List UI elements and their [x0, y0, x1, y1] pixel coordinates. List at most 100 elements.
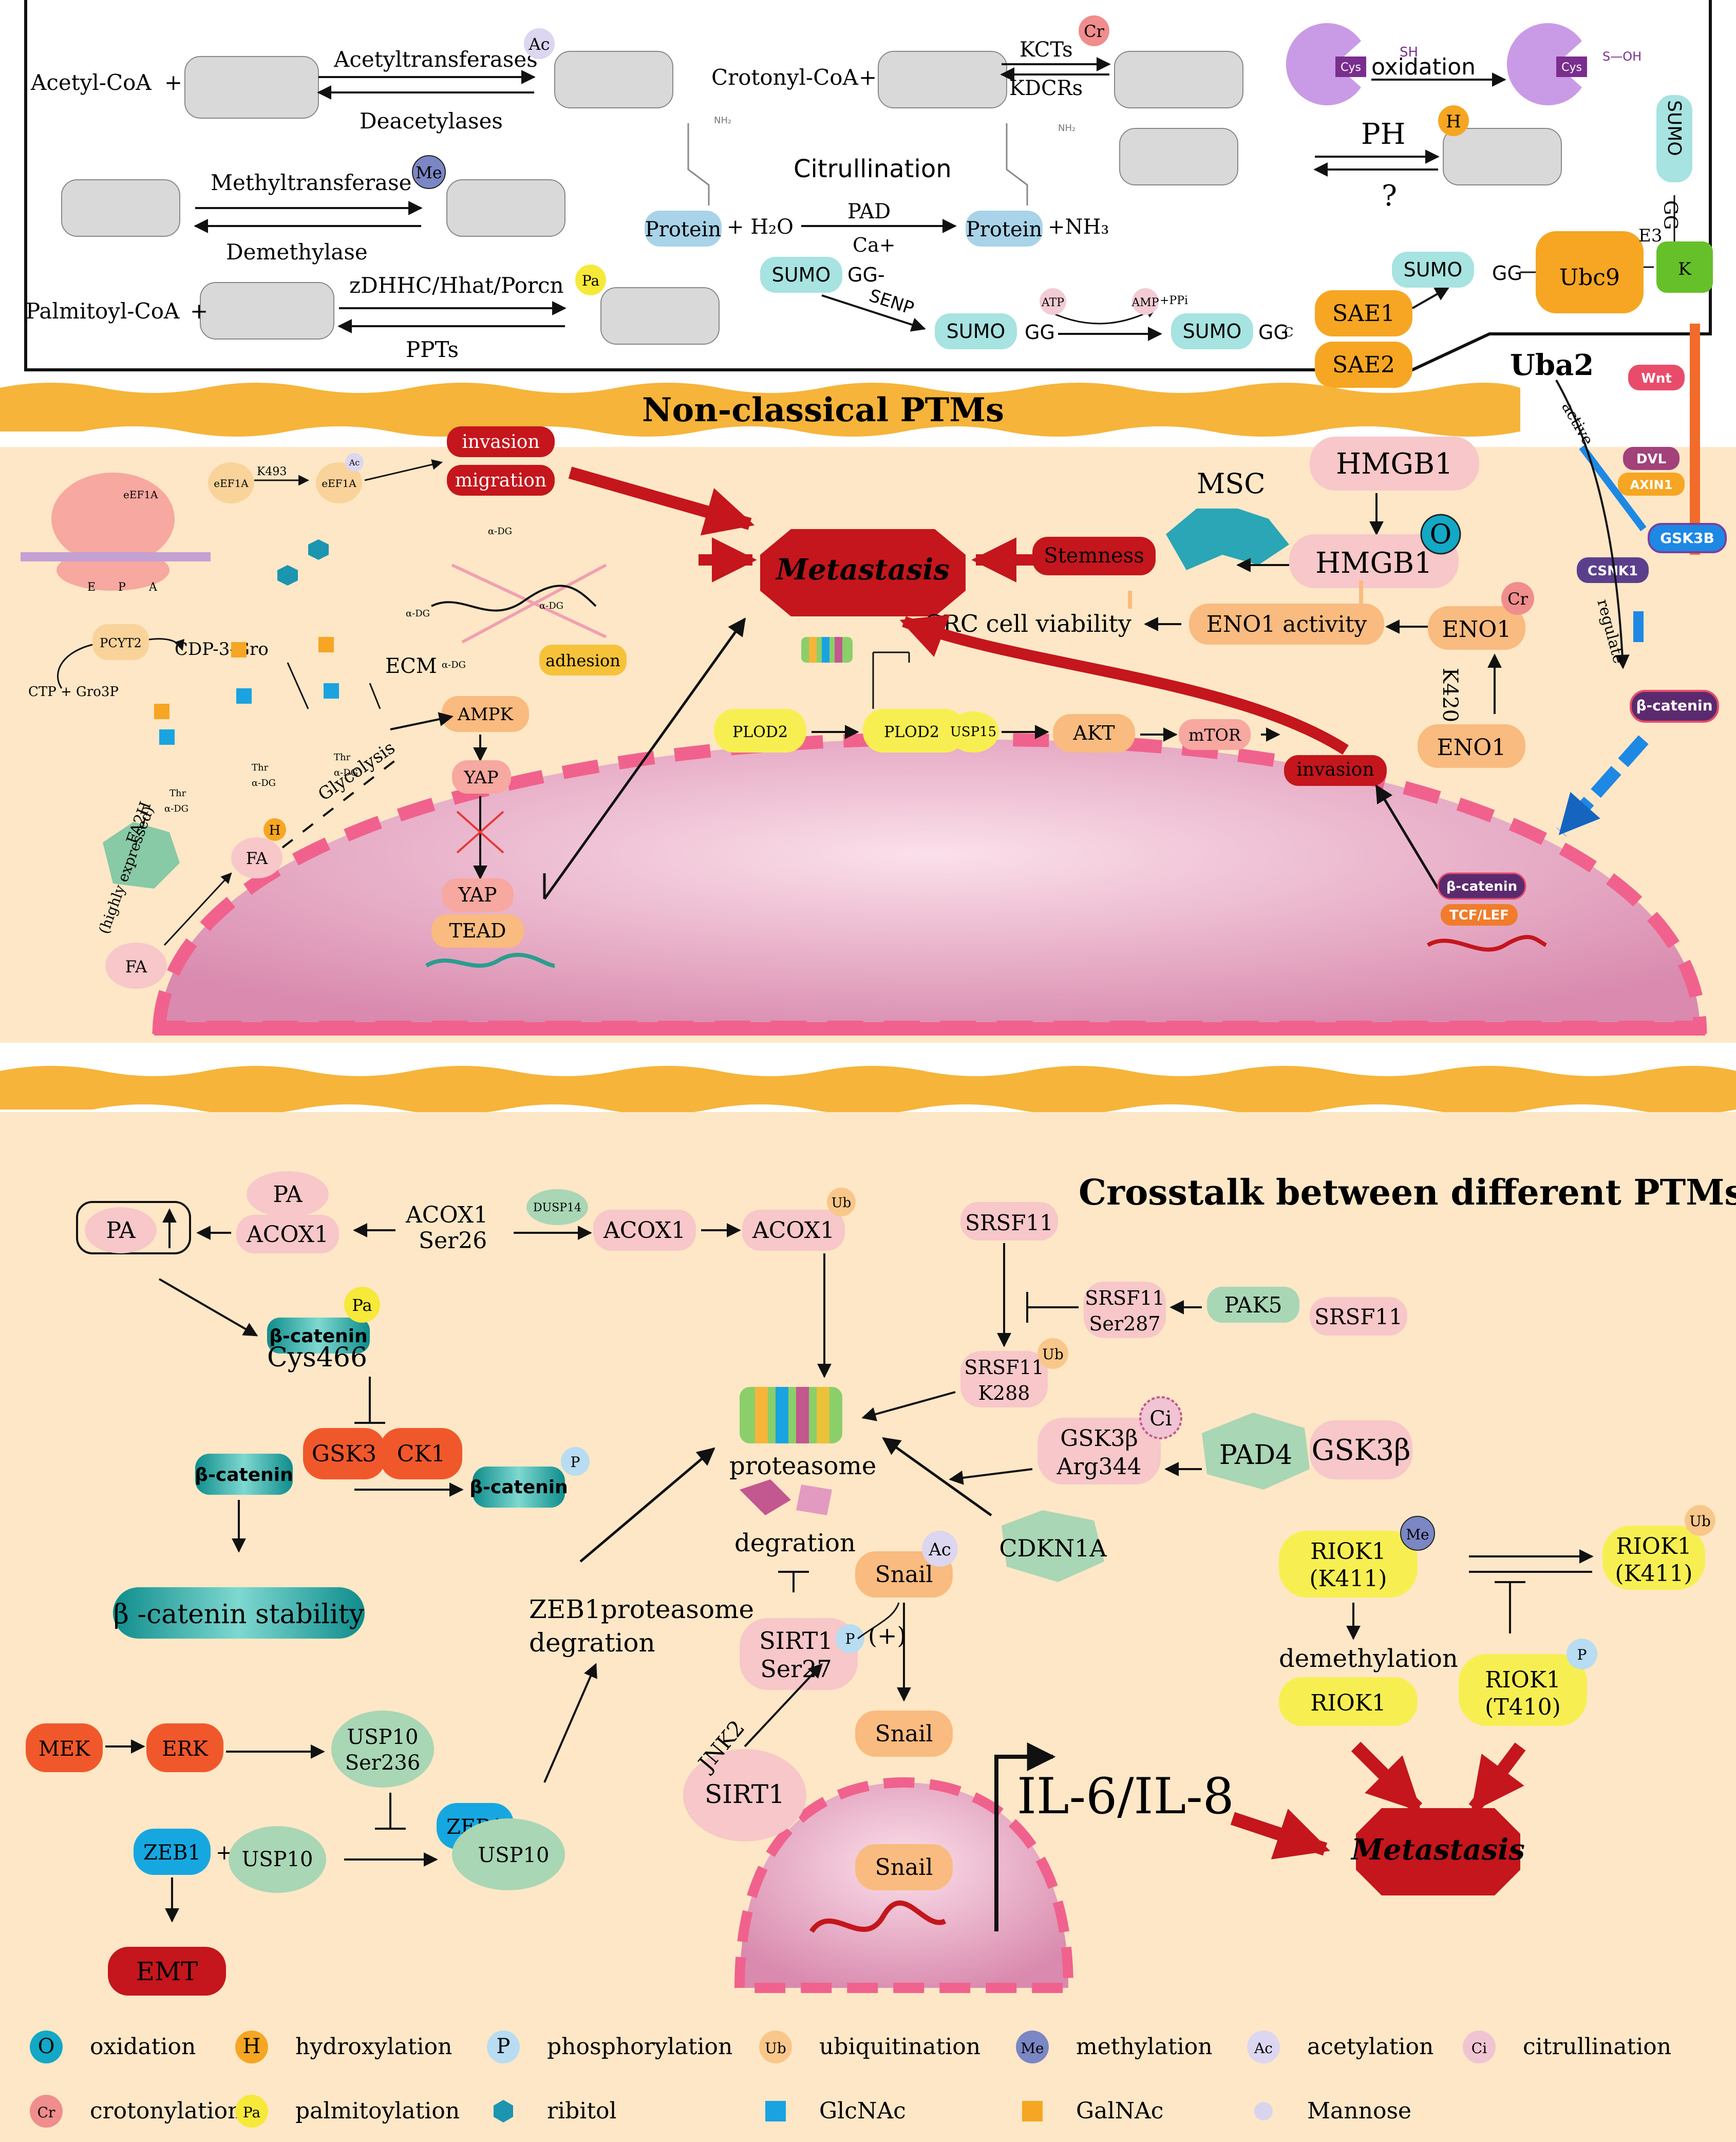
protein-label: Protein: [645, 218, 721, 241]
sae2-node: [1315, 342, 1412, 388]
c-label: C: [1284, 325, 1293, 340]
zeb1-usp10: ZEB1proteasome degration MEK ERK USP10 S…: [26, 1447, 754, 1996]
srsf11-label: SRSF11: [965, 1210, 1053, 1235]
nh2-label: NH₂: [1058, 123, 1075, 134]
invasion-migration: invasion migration: [447, 426, 755, 536]
gg-label: GG: [1492, 262, 1522, 285]
cys-label: Cys: [1341, 61, 1361, 74]
snail-sirt1: Snail Ac SIRT1 Ser27 P (+) Snail SIRT1 J…: [683, 1531, 1330, 1933]
soh-label: S—OH: [1602, 49, 1641, 64]
cys466-label: Cys466: [267, 1342, 367, 1373]
dusp14-label: DUSP14: [533, 1201, 581, 1214]
cr-mark: Cr: [1507, 589, 1528, 609]
pak5-label: PAK5: [1224, 1292, 1282, 1318]
legend-symbol: H: [243, 2035, 261, 2058]
legend-swatch: [1022, 2101, 1043, 2121]
oxidation-reaction: Cys SH oxidation Cys S—OH: [1286, 23, 1641, 105]
gsk3b-pad4: GSK3β Arg344 Ci PAD4 GSK3β CDKN1A: [882, 1396, 1412, 1582]
ctp-label: CTP + Gro3P: [28, 684, 119, 700]
alpha-dg-label: α-DG: [442, 660, 466, 670]
sirt1-label: SIRT1: [759, 1627, 833, 1655]
gg-label: GG: [1025, 321, 1055, 344]
plus-sign: +: [190, 298, 208, 324]
ser27-label: Ser27: [760, 1655, 832, 1683]
oxidation-label: oxidation: [1371, 54, 1476, 80]
ecm-label: ECM: [385, 654, 437, 678]
legend-swatch: [30, 2095, 63, 2128]
citrullination-title: Citrullination: [794, 155, 952, 183]
hmgb1-label: HMGB1: [1315, 547, 1432, 580]
thr-label: Thr: [169, 788, 186, 799]
ser26-label: Ser26: [419, 1228, 487, 1254]
plod2-label: PLOD2: [884, 723, 939, 741]
sumo-label: SUMO: [1404, 258, 1463, 281]
palmitoyl-coa: Palmitoyl-CoA: [26, 298, 180, 324]
plod2-pathway: PLOD2 PLOD2 USP15 AKT mTOR invasion: [714, 614, 1387, 786]
legend-symbol: P: [497, 2035, 511, 2058]
gg-label: GG: [1659, 200, 1681, 230]
ubc9-node: [1536, 231, 1644, 313]
alpha-dg-label: α-DG: [252, 778, 276, 788]
tcf-lef-label: TCF/LEF: [1449, 908, 1509, 923]
legend-symbol: Pa: [243, 2104, 260, 2121]
non-classical-title: Non-classical PTMs: [642, 391, 1004, 429]
ca-label: Ca+: [853, 234, 896, 256]
me-mark-icon: [412, 155, 446, 189]
sumoylation-pathway: SUMO GG- SENP SUMO GG ATP AMP +PPi SUMO …: [760, 95, 1713, 388]
crosstalk-title: Crosstalk between different PTMs: [1079, 1172, 1736, 1213]
erk-label: ERK: [162, 1737, 208, 1761]
ci-mark: Ci: [1149, 1407, 1172, 1431]
hmgb1-label: HMGB1: [1336, 447, 1453, 481]
legend-label: crotonylation: [90, 2098, 242, 2124]
sirt1-label: SIRT1: [705, 1779, 785, 1809]
snail-label: Snail: [875, 1721, 933, 1747]
zeb1-degradation-label: ZEB1proteasome: [529, 1594, 754, 1624]
stemness-label: Stemness: [1044, 544, 1144, 568]
sumo-label: SUMO: [772, 264, 831, 286]
cdp-label: CDP-3-Gro: [175, 639, 269, 660]
riok1-label: RIOK1: [1485, 1667, 1560, 1693]
msc-cell-icon: [1166, 509, 1289, 570]
legend-swatch: [1254, 2102, 1273, 2120]
amp-label: AMP: [1131, 296, 1159, 309]
legend-label: acetylation: [1307, 2034, 1433, 2060]
acetyl-coa: Acetyl-CoA: [30, 70, 152, 95]
protein-pacman-icon: [1286, 23, 1361, 105]
membrane-top: Non-classical PTMs: [0, 383, 1520, 437]
thr-label: Thr: [252, 762, 269, 773]
legend-symbol: O: [38, 2035, 55, 2058]
alpha-dg-label: α-DG: [539, 600, 563, 611]
ac-mark-icon: [524, 28, 555, 59]
legend-item-mannose: Mannose: [1254, 2098, 1411, 2124]
protein-label: Protein: [966, 218, 1042, 241]
beta-catenin-label: β-catenin: [469, 1477, 568, 1498]
pcyt2-label: PCYT2: [100, 636, 142, 650]
pad-label: PAD: [847, 200, 891, 223]
beta-catenin-label: β-catenin: [195, 1464, 293, 1486]
legend-swatch: [235, 2095, 268, 2128]
legend-item-ribitol: ribitol: [494, 2098, 617, 2124]
fa-label: FA: [246, 849, 268, 868]
ub-mark: Ub: [1042, 1346, 1064, 1363]
srsf11-label: SRSF11: [1314, 1304, 1403, 1329]
legend-swatch: [487, 2031, 520, 2063]
uba2-label: Uba2: [1510, 348, 1594, 382]
k-label: K: [1678, 259, 1691, 279]
legend-swatch: [1016, 2031, 1049, 2063]
degration-label: degration: [734, 1529, 856, 1557]
usp15-label: USP15: [950, 724, 996, 740]
riok1-label: RIOK1: [1310, 1538, 1386, 1565]
usp10-label: USP10: [478, 1844, 550, 1867]
legend-label: GalNAc: [1076, 2098, 1163, 2124]
legend-swatch: [235, 2031, 268, 2063]
acetyltransferases: Acetyltransferases: [333, 47, 538, 72]
legend-panel: [0, 2008, 1736, 2142]
cr-mark-icon: [1079, 15, 1109, 46]
methylation-reaction: Methyltransferase Demethylase Me: [194, 155, 446, 265]
ubc9-label: Ubc9: [1559, 265, 1620, 291]
